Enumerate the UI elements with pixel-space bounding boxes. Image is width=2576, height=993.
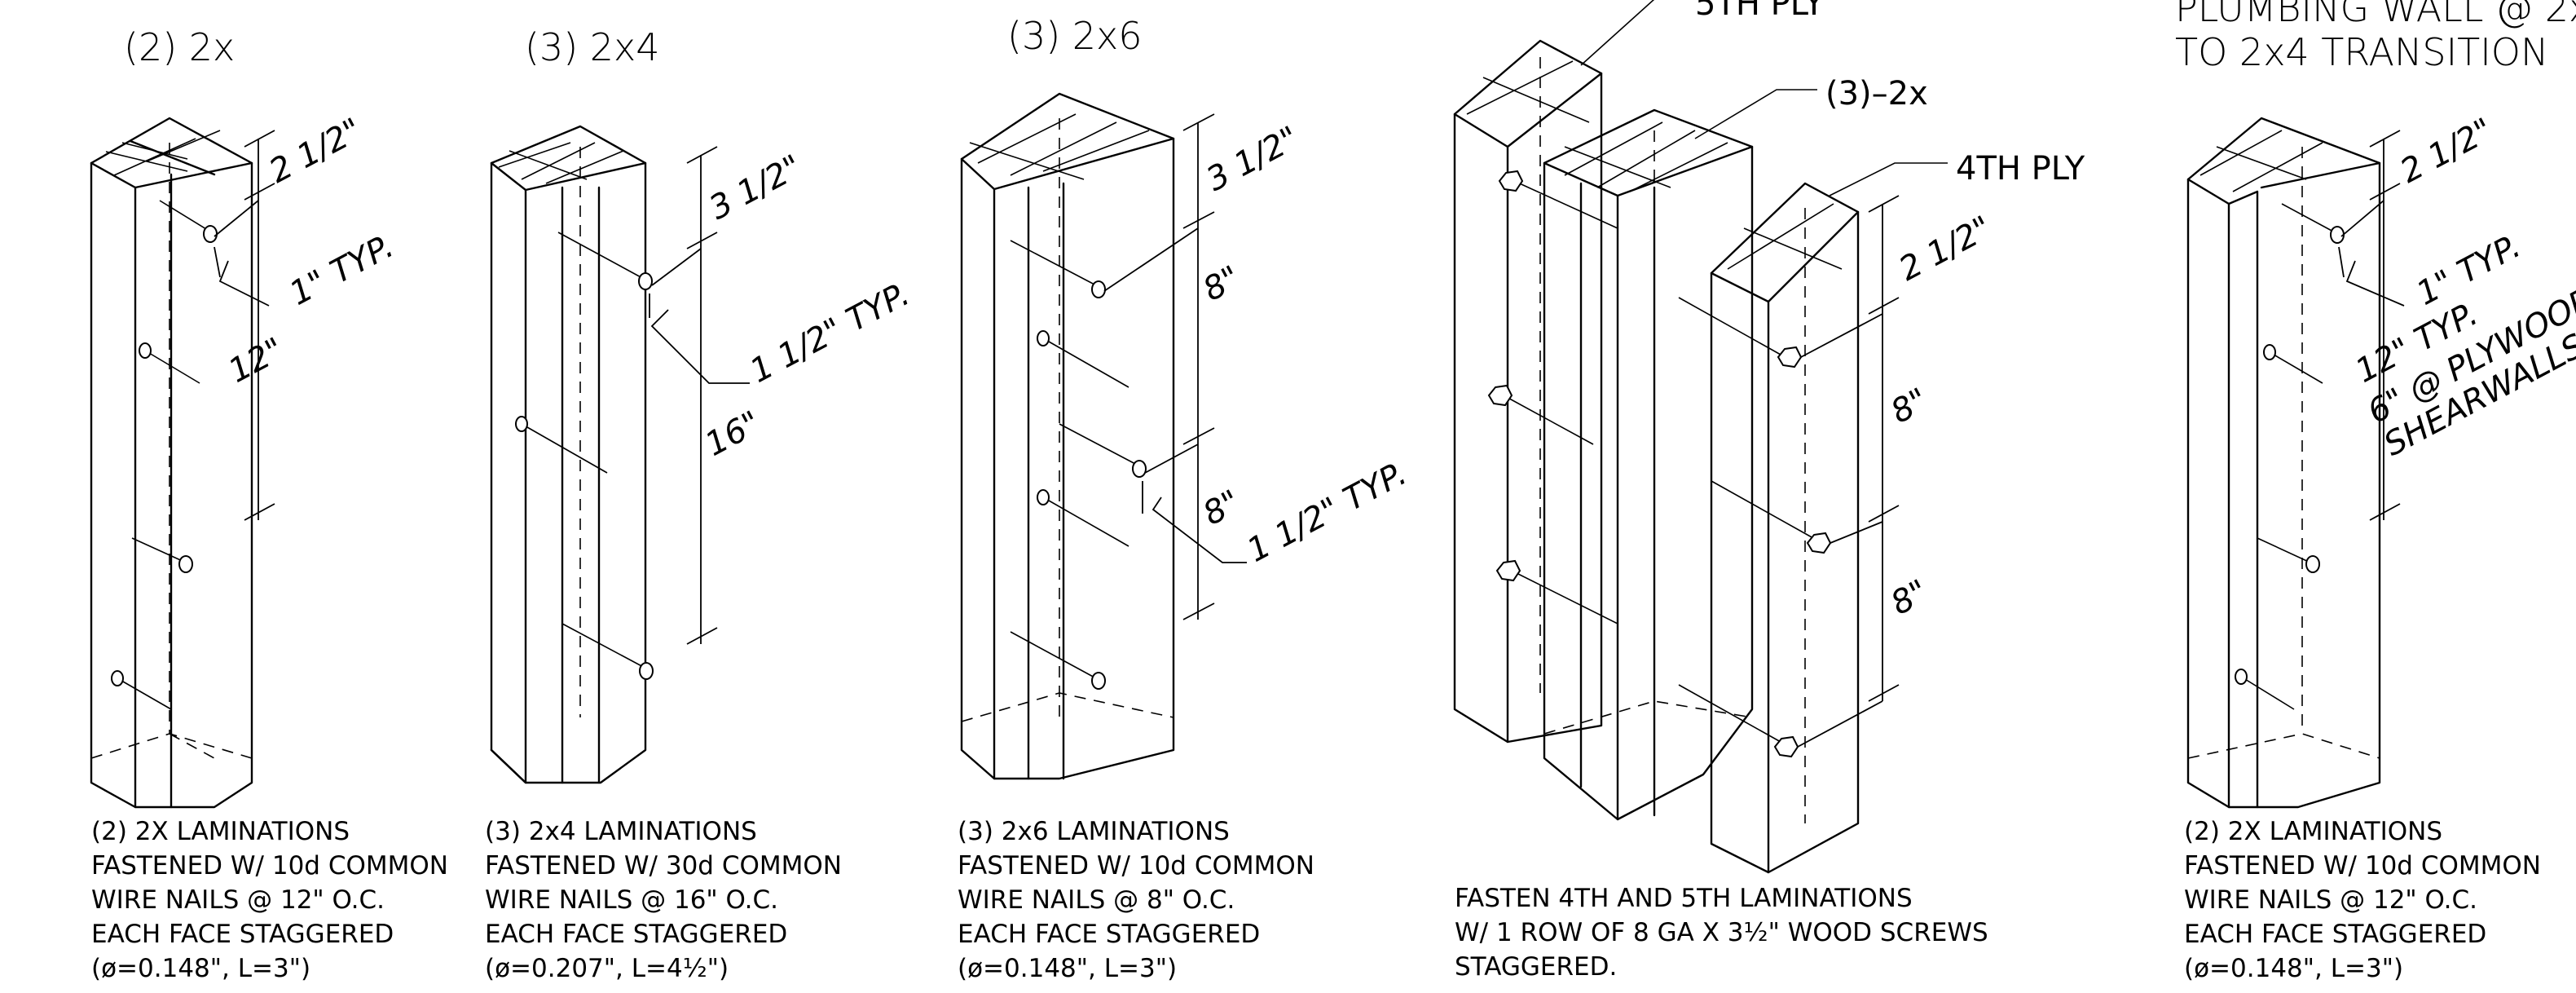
note-detail-3: (3) 2x6 LAMINATIONS FASTENED W/ 10d COMM… [958,817,1314,983]
note-5-line: (2) 2X LAMINATIONS [2184,817,2442,846]
detail-3-ply-2x6: (3) 2x6 3 1/2" 8" 8" 1 1/2" TYP. [960,14,1413,780]
note-3-line: WIRE NAILS @ 8" O.C. [958,885,1235,915]
note-3-line: (3) 2x6 LAMINATIONS [958,817,1230,846]
detail-3-title: (3) 2x6 [1007,14,1143,58]
detail-5-ply-exploded: 5TH PLY (3)–2x 4TH PLY 2 1/2" 8" 8" [1453,0,2085,874]
d2-dim-oc: 16" [699,404,767,464]
d2-dim-top: 3 1/2" [703,148,808,227]
screw-group [1487,170,1832,758]
d3-dim-top: 3 1/2" [1200,119,1305,198]
nail-group-2 [515,232,654,680]
label-5th-ply: 5TH PLY [1695,0,1825,23]
note-1-line: (ø=0.148", L=3") [91,954,310,983]
note-2-line: FASTENED W/ 30d COMMON [485,851,842,880]
nail-group-3 [1010,240,1147,690]
d3-dim-oc2: 8" [1197,483,1246,533]
note-2-line: (ø=0.207", L=4½") [485,954,729,983]
note-detail-2: (3) 2x4 LAMINATIONS FASTENED W/ 30d COMM… [485,817,842,983]
d1-dim-oc: 12" [222,331,290,391]
detail-plumbing-wall-transition: PLUMBING WALL @ 2x6 TO 2x4 TRANSITION 2 … [2175,0,2576,809]
d3-dim-oc1: 8" [1197,259,1246,309]
detail-2-title: (3) 2x4 [525,25,660,69]
note-4-line: W/ 1 ROW OF 8 GA X 3½" WOOD SCREWS [1455,918,1988,947]
note-4-line: STAGGERED. [1455,952,1617,982]
note-5-line: (ø=0.148", L=3") [2184,954,2403,983]
d5-dim-top: 2 1/2" [2394,111,2499,190]
d1-dim-top: 2 1/2" [263,111,368,190]
d4-dim-oc2: 8" [1885,573,1934,623]
note-5-line: WIRE NAILS @ 12" O.C. [2184,885,2477,915]
nail-group-5 [2235,203,2345,710]
detail-5-title-line2: TO 2x4 TRANSITION [2175,30,2548,74]
note-5-line: FASTENED W/ 10d COMMON [2184,851,2541,880]
note-1-line: FASTENED W/ 10d COMMON [91,851,448,880]
d3-dim-typ: 1 1/2" TYP. [1241,455,1412,570]
detail-1-title: (2) 2x [124,25,235,69]
note-detail-5: (2) 2X LAMINATIONS FASTENED W/ 10d COMMO… [2184,817,2541,983]
note-2-line: (3) 2x4 LAMINATIONS [485,817,757,846]
note-2-line: WIRE NAILS @ 16" O.C. [485,885,778,915]
label-3-2x: (3)–2x [1825,75,1928,113]
note-5-line: EACH FACE STAGGERED [2184,920,2486,949]
note-detail-4: FASTEN 4TH AND 5TH LAMINATIONS W/ 1 ROW … [1455,884,1988,982]
note-2-line: EACH FACE STAGGERED [485,920,787,949]
label-4th-ply: 4TH PLY [1956,150,2085,188]
note-1-line: EACH FACE STAGGERED [91,920,394,949]
d4-dim-oc1: 8" [1885,382,1934,431]
d2-dim-typ: 1 1/2" TYP. [744,276,915,391]
note-3-line: EACH FACE STAGGERED [958,920,1260,949]
detail-2-ply-2x: (2) 2x 2 1/2" 1" TYP. 12" [90,25,399,809]
note-4-line: FASTEN 4TH AND 5TH LAMINATIONS [1455,884,1913,913]
d4-dim-top: 2 1/2" [1893,209,1997,288]
note-3-line: (ø=0.148", L=3") [958,954,1177,983]
detail-3-ply-2x4: (3) 2x4 3 1/2" 1 1/2" TYP. 16" [490,25,916,784]
nail-group-1 [111,200,218,710]
note-1-line: (2) 2X LAMINATIONS [91,817,350,846]
note-3-line: FASTENED W/ 10d COMMON [958,851,1314,880]
note-1-line: WIRE NAILS @ 12" O.C. [91,885,385,915]
detail-5-title-line1: PLUMBING WALL @ 2x6 [2175,0,2576,30]
note-detail-1: (2) 2X LAMINATIONS FASTENED W/ 10d COMMO… [91,817,448,983]
d1-dim-typ: 1" TYP. [284,227,399,313]
